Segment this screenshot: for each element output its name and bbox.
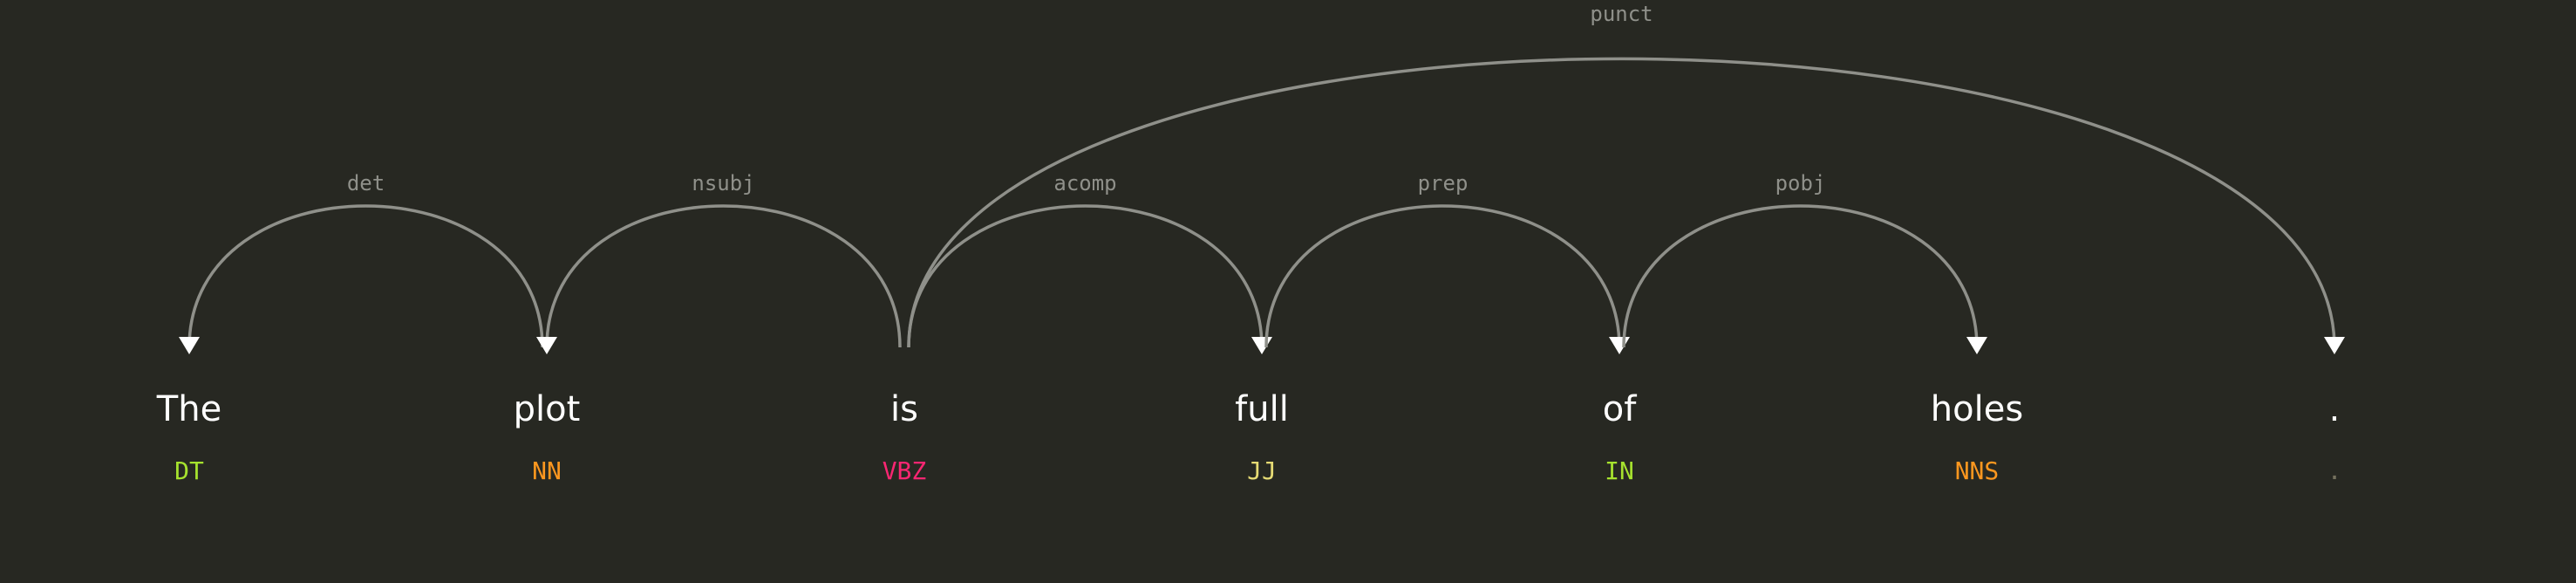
token-tag: JJ <box>1247 456 1277 485</box>
arcs-layer: det nsubj acomp prep pobj punct <box>179 2 2345 354</box>
arc-label: acomp <box>1053 171 1116 195</box>
arc-label: prep <box>1418 171 1469 195</box>
arc-label: nsubj <box>692 171 754 195</box>
arc-label: det <box>347 171 385 195</box>
token-word: holes <box>1931 389 2023 429</box>
token-word: full <box>1235 389 1289 429</box>
token-tag: NN <box>532 456 562 485</box>
arc-label: pobj <box>1775 171 1826 195</box>
dependency-arc: det <box>179 171 544 354</box>
arrowhead-icon <box>1609 337 1630 354</box>
token-word: The <box>156 389 221 429</box>
token-word: of <box>1603 389 1637 429</box>
arc-path <box>545 204 902 348</box>
arrowhead-icon <box>1966 337 1987 354</box>
token-tag: NNS <box>1955 456 2000 485</box>
arrowhead-icon <box>2324 337 2345 354</box>
dependency-arc: nsubj <box>536 171 902 354</box>
arrowhead-icon <box>536 337 557 354</box>
arc-path <box>1622 204 1979 348</box>
arrowhead-icon <box>179 337 200 354</box>
token-tag: . <box>2327 456 2342 485</box>
token: .. <box>2327 389 2342 485</box>
arc-path <box>187 204 544 348</box>
arc-label: punct <box>1590 2 1653 26</box>
token-tag: VBZ <box>883 456 927 485</box>
token-tag: DT <box>174 456 204 485</box>
dependency-arc: prep <box>1264 171 1630 354</box>
token-word: . <box>2329 389 2341 429</box>
dependency-arc: punct <box>907 2 2345 354</box>
token-word: plot <box>514 389 581 429</box>
dependency-arc: pobj <box>1622 171 1987 354</box>
arc-path <box>907 57 2336 348</box>
arc-path <box>907 204 1264 348</box>
arrowhead-icon <box>1251 337 1272 354</box>
token-word: is <box>890 389 918 429</box>
arc-path <box>1264 204 1621 348</box>
dependency-arc: acomp <box>907 171 1272 354</box>
token-tag: IN <box>1605 456 1634 485</box>
